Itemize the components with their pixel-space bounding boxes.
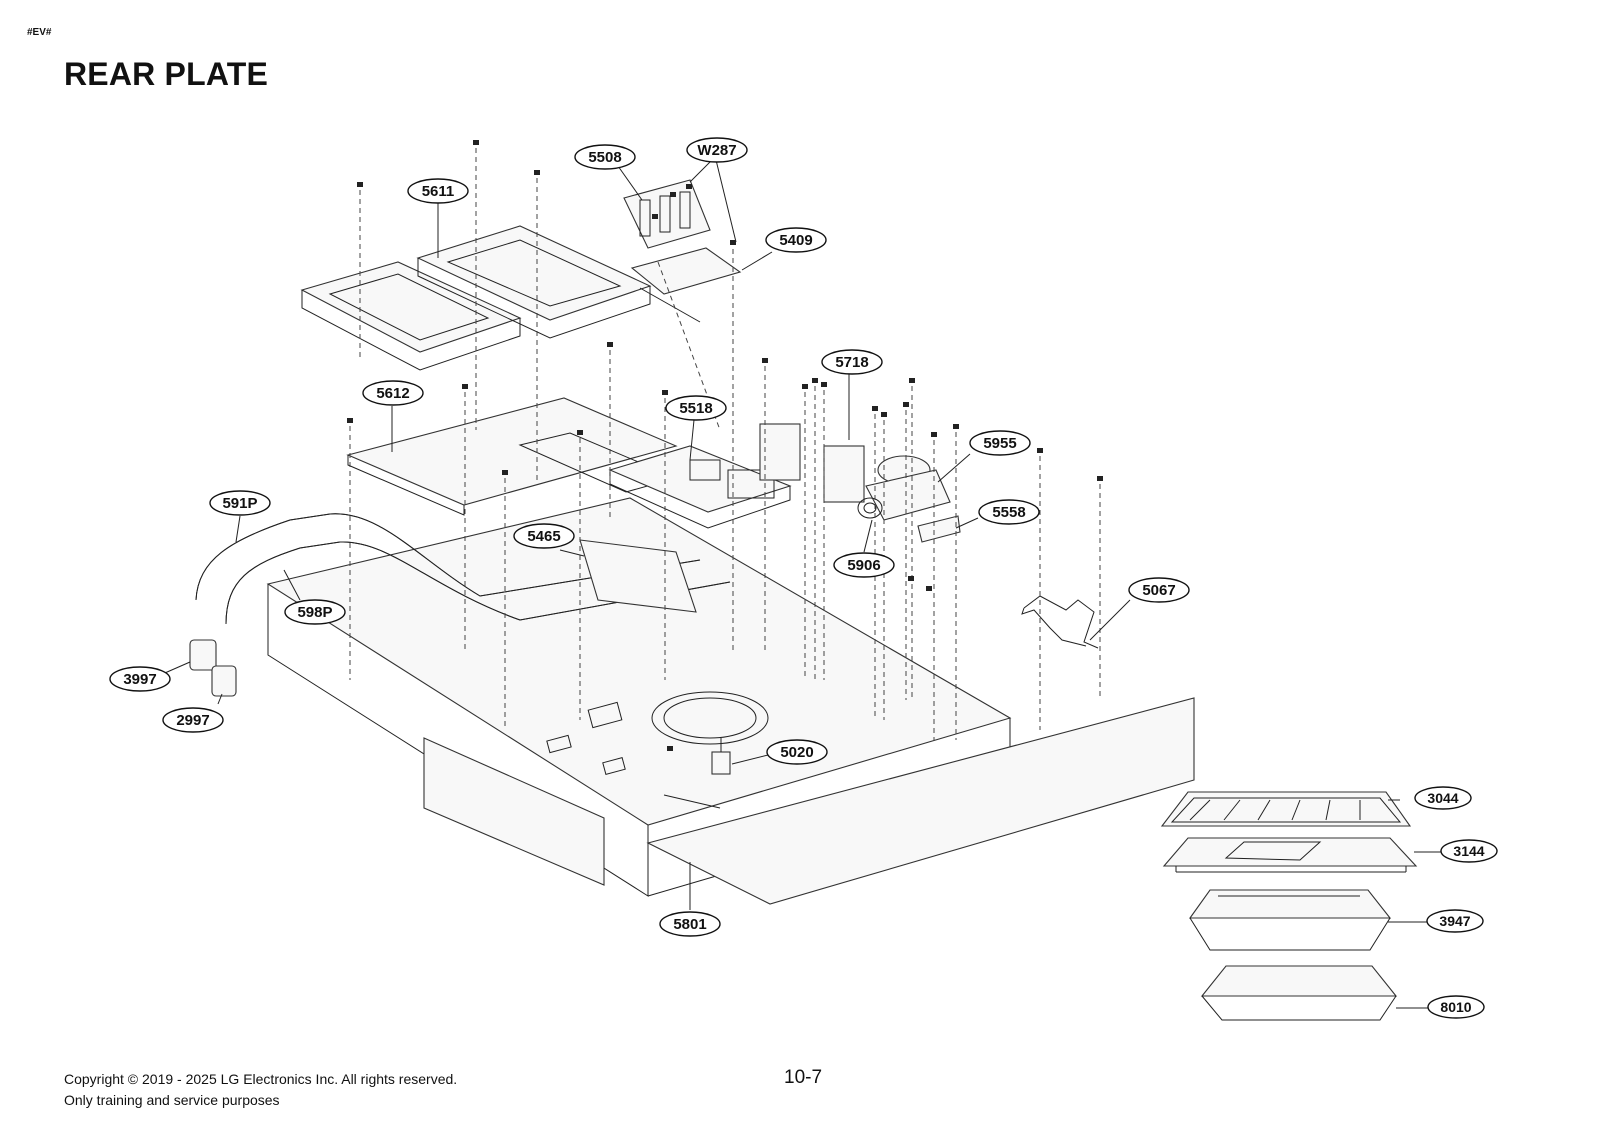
- broiler-tray-part: [1160, 791, 1412, 827]
- callout-3997: 3997: [109, 666, 171, 692]
- callout-5612: 5612: [362, 380, 424, 406]
- svg-text:5718: 5718: [835, 354, 868, 371]
- svg-text:2997: 2997: [176, 712, 209, 729]
- copyright-line: Copyright © 2019 - 2025 LG Electronics I…: [64, 1071, 458, 1087]
- callout-5801: 5801: [659, 911, 721, 937]
- callout-3947: 3947: [1426, 909, 1484, 933]
- svg-text:5955: 5955: [983, 435, 1016, 452]
- svg-text:5906: 5906: [847, 557, 880, 574]
- gas-tube-part: [195, 513, 731, 625]
- rear-plate-part: [266, 497, 1195, 905]
- svg-text:5612: 5612: [376, 385, 409, 402]
- callout-5718: 5718: [821, 349, 883, 375]
- svg-text:5409: 5409: [779, 232, 812, 249]
- document-tag: #EV#: [27, 27, 52, 38]
- support-bracket-part: [1021, 595, 1099, 649]
- purpose-line: Only training and service purposes: [64, 1092, 280, 1108]
- callout-5465: 5465: [513, 523, 575, 549]
- svg-text:5518: 5518: [679, 400, 712, 417]
- page-number: 10-7: [784, 1067, 823, 1088]
- callout-3144: 3144: [1440, 839, 1498, 863]
- svg-text:W287: W287: [697, 142, 736, 159]
- callout-5508: 5508: [574, 144, 636, 170]
- svg-text:5611: 5611: [422, 183, 455, 200]
- callout-5518: 5518: [665, 395, 727, 421]
- callout-5020: 5020: [766, 739, 828, 765]
- svg-text:5020: 5020: [780, 744, 813, 761]
- inner-cover-part: [346, 397, 678, 516]
- crisper-tray-part: [1188, 889, 1392, 951]
- svg-text:5067: 5067: [1142, 582, 1175, 599]
- callout-2997: 2997: [162, 707, 224, 733]
- svg-text:5558: 5558: [992, 504, 1025, 521]
- svg-text:5508: 5508: [588, 149, 621, 166]
- svg-text:8010: 8010: [1440, 999, 1471, 1015]
- callout-598P: 598P: [284, 599, 346, 625]
- leader-lines: [157, 159, 1442, 1009]
- svg-text:5465: 5465: [527, 528, 560, 545]
- transformer-part: [759, 423, 865, 503]
- footer-copyright: Copyright © 2019 - 2025 LG Electronics I…: [64, 1069, 457, 1111]
- callout-8010: 8010: [1427, 995, 1485, 1019]
- callout-W287: W287: [686, 137, 748, 163]
- fitting-part: [189, 639, 237, 697]
- page-title: REAR PLATE: [64, 56, 269, 92]
- svg-text:3144: 3144: [1453, 843, 1484, 859]
- svg-text:3947: 3947: [1439, 913, 1470, 929]
- svg-text:3997: 3997: [123, 671, 156, 688]
- callout-5409: 5409: [765, 227, 827, 253]
- gas-valve-part: [857, 455, 961, 543]
- svg-text:5801: 5801: [673, 916, 706, 933]
- callout-5611: 5611: [407, 178, 469, 204]
- svg-text:3044: 3044: [1427, 790, 1458, 806]
- callout-5955: 5955: [969, 430, 1031, 456]
- callout-5558: 5558: [978, 499, 1040, 525]
- bracket-part: [623, 179, 742, 323]
- callout-3044: 3044: [1414, 786, 1472, 810]
- baking-pan-part: [1200, 965, 1398, 1021]
- svg-text:598P: 598P: [297, 604, 332, 621]
- callout-591P: 591P: [209, 490, 271, 516]
- igniter-part: [711, 738, 731, 775]
- callout-5906: 5906: [833, 552, 895, 578]
- svg-text:591P: 591P: [222, 495, 257, 512]
- callout-5067: 5067: [1128, 577, 1190, 603]
- broiler-pan-part: [1162, 837, 1418, 873]
